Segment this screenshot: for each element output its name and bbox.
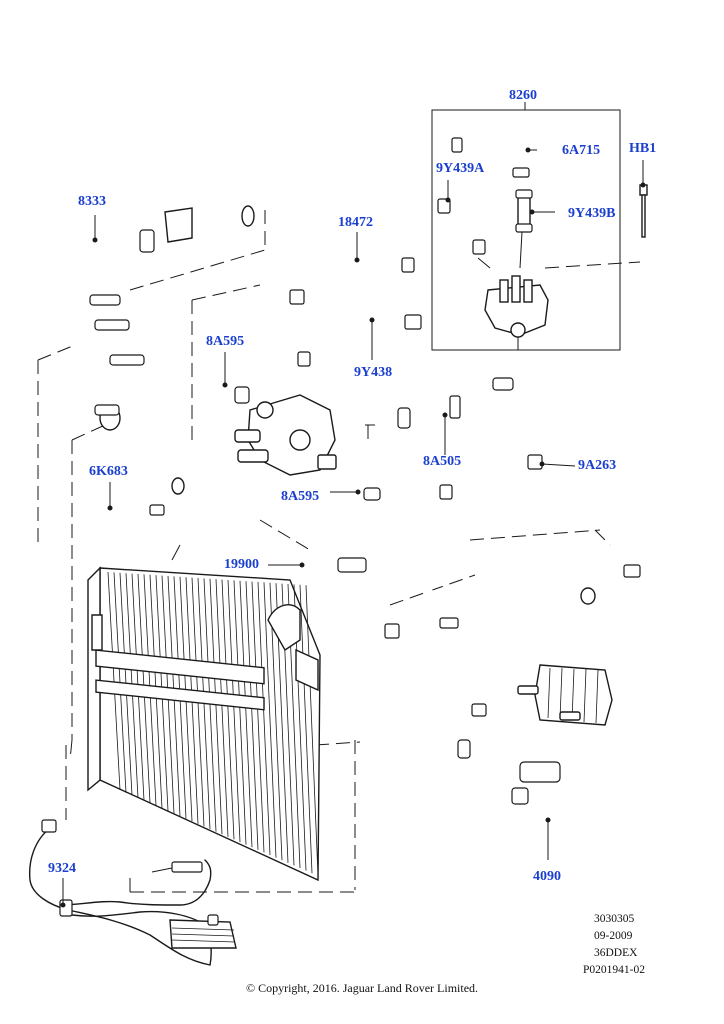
- copyright-notice: © Copyright, 2016. Jaguar Land Rover Lim…: [245, 981, 479, 995]
- callout-9Y438[interactable]: 9Y438: [354, 365, 393, 380]
- callout-6K683[interactable]: 6K683: [89, 464, 128, 479]
- callout-8260[interactable]: 8260: [509, 88, 537, 103]
- hose-8333-shape: [87, 202, 255, 431]
- callout-9324[interactable]: 9324: [48, 861, 76, 876]
- cooler-hoses-shape: [439, 586, 596, 717]
- radiator-fin: [221, 579, 235, 840]
- thermostat-housing-shape: [477, 231, 549, 350]
- hose-18472-shape: [289, 256, 424, 305]
- radiator-fin: [203, 578, 217, 832]
- hose-6A715-shape: [451, 115, 530, 178]
- callout-8A595-bottom[interactable]: 8A595: [281, 489, 320, 504]
- thermostat-assembly-box: [431, 102, 621, 351]
- radiator-fin: [209, 578, 223, 835]
- radiator-fin: [215, 579, 229, 837]
- callout-18472[interactable]: 18472: [338, 215, 373, 230]
- hose-right-long-shape: [556, 564, 651, 812]
- reference-line-3: 36DDEX: [594, 947, 638, 959]
- hose-4090-shape: [457, 737, 583, 860]
- radiator-fin: [233, 580, 247, 845]
- radiator-shape: [87, 544, 321, 882]
- radiator-fin: [107, 571, 121, 791]
- elbow-8A595-top-shape: [202, 380, 252, 412]
- hose-9A263-shape: [401, 454, 543, 629]
- hose-8A505-shape: [397, 377, 518, 429]
- callout-9Y439A[interactable]: 9Y439A: [436, 161, 485, 176]
- hose-6K683-shape: [95, 473, 185, 548]
- radiator-fin: [269, 582, 283, 861]
- elbow-8A595-bottom-shape: [345, 455, 381, 501]
- leader-lines: [60, 147, 646, 908]
- hose-9Y439A-shape: [437, 198, 486, 255]
- callout-9Y439B[interactable]: 9Y439B: [568, 206, 616, 221]
- lines-9324-shape: [28, 819, 237, 966]
- reference-line-1: 3030305: [594, 913, 635, 925]
- reference-line-2: 09-2009: [594, 930, 633, 942]
- pump-housing-shape: [234, 394, 337, 476]
- callout-8A595-top[interactable]: 8A595: [206, 334, 245, 349]
- reference-line-4: P0201941-02: [583, 964, 645, 976]
- bolt-HB1-shape: [639, 160, 648, 238]
- callout-19900[interactable]: 19900: [224, 557, 259, 572]
- oil-cooler-shape: [517, 664, 613, 726]
- callout-8333[interactable]: 8333: [78, 194, 106, 209]
- radiator-fin: [257, 581, 271, 856]
- hose-9Y438-shape: [297, 296, 424, 367]
- radiator-fin: [251, 581, 265, 853]
- radiator-fin: [245, 581, 259, 850]
- hose-19900-shape: [276, 520, 401, 639]
- radiator-fin: [305, 585, 319, 876]
- callout-4090[interactable]: 4090: [533, 869, 561, 884]
- callout-HB1[interactable]: HB1: [629, 141, 657, 156]
- dashed-boundaries: [37, 210, 641, 893]
- radiator-fin: [227, 579, 241, 843]
- pipe-9Y439B-shape: [515, 189, 533, 233]
- callout-6A715[interactable]: 6A715: [562, 143, 601, 158]
- callout-9A263[interactable]: 9A263: [578, 458, 617, 473]
- radiator-fin: [239, 580, 253, 848]
- radiator-fin: [263, 582, 277, 858]
- radiator-fin: [299, 584, 313, 874]
- callout-8A505[interactable]: 8A505: [423, 454, 462, 469]
